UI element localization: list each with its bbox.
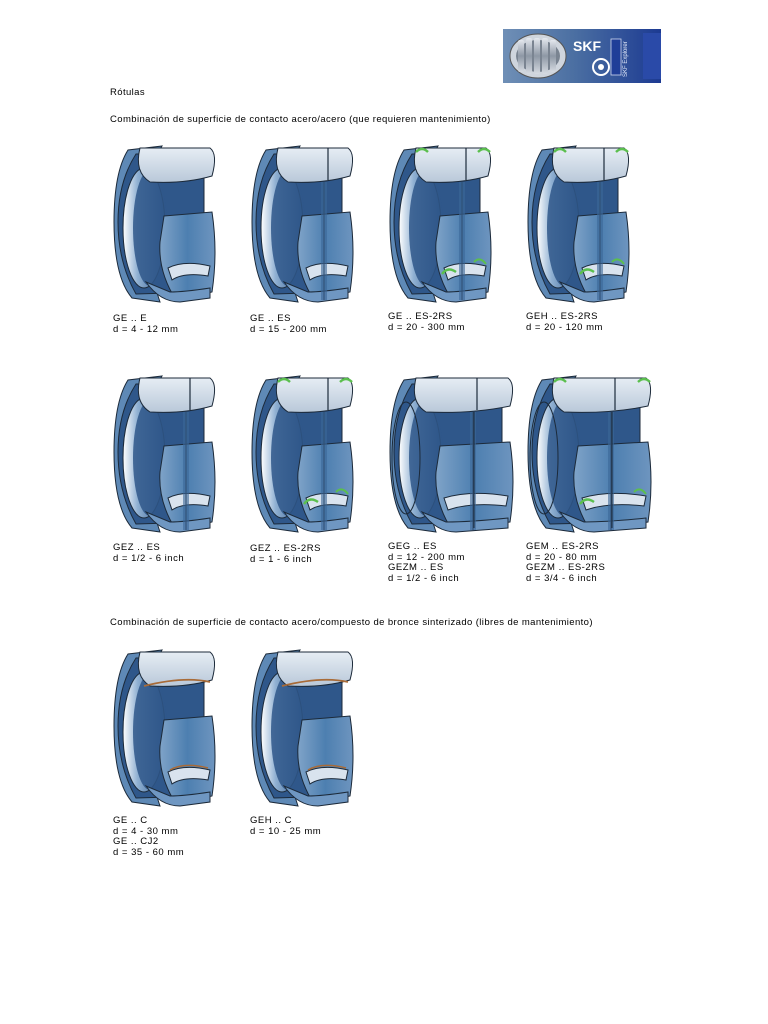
logo-label-text: SKF Explorer [623,41,629,77]
section-heading-steel-bronze: Combinación de superficie de contacto ac… [110,617,593,628]
bearing-gez-es-icon [113,375,216,533]
bearing-gez-es-2rs-icon [251,375,354,533]
bearing-ge-es-2rs-icon [389,145,492,303]
section-heading-steel-steel: Combinación de superficie de contacto ac… [110,114,491,125]
bearing-photo-icon [509,33,567,79]
bearing-geh-es-2rs-icon [527,145,630,303]
bearing-geg-es-icon [389,375,514,533]
skf-logo: SKF SKF Explorer [503,29,661,83]
bearing-ge-c-icon [113,649,216,807]
bearing-ge-e-icon [113,145,216,303]
bearing-gem-es-2rs-icon [527,375,652,533]
logo-brand-text: SKF [573,38,601,54]
bearing-geh-c-icon [251,649,354,807]
page-title: Rótulas [110,87,146,98]
bearing-ge-es-icon [251,145,354,303]
